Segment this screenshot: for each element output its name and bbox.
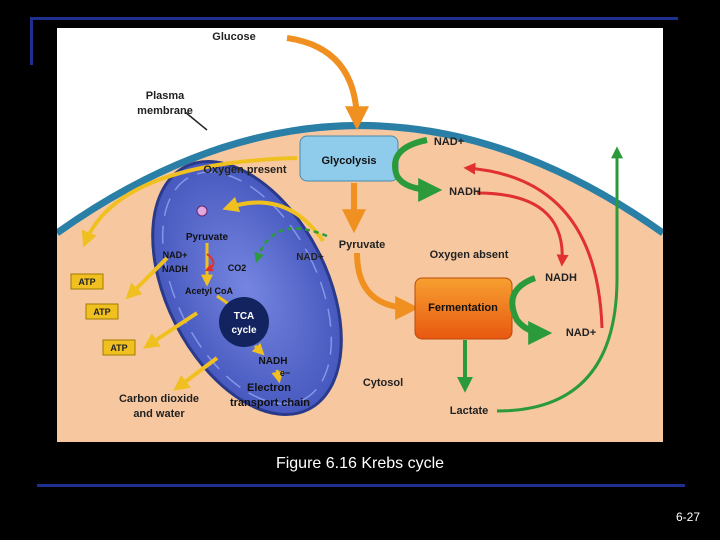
top-rule-vertical (30, 17, 33, 65)
arrow-nad-into-mito (254, 227, 328, 263)
oxygen-absent-label: Oxygen absent (430, 249, 509, 261)
tca-label-1: TCA (234, 311, 255, 322)
arrow-nadh-red-mito (204, 253, 215, 272)
svg-text:ATP: ATP (78, 277, 95, 287)
co2-water-label-1: Carbon dioxide (119, 393, 199, 405)
krebs-cycle-diagram: Glycolysis Fermentation TCA cycle ATP AT (57, 28, 663, 442)
fermentation-label: Fermentation (428, 302, 498, 314)
arrow-nadh-to-etc (271, 369, 284, 384)
plasma-membrane-label-1: Plasma (146, 90, 185, 102)
nadh-mito-label: NADH (162, 264, 188, 274)
arrow-nad-cycle-glycolysis (392, 137, 443, 202)
nadh-top-label: NADH (449, 186, 481, 198)
arrow-lactate-out (496, 146, 623, 413)
arrow-nad-back-up (463, 162, 604, 329)
nad-plus-ferm-label: NAD+ (566, 327, 596, 339)
arrow-atp-1 (125, 256, 169, 300)
arrow-tca-to-nadh (251, 342, 265, 356)
svg-text:ATP: ATP (110, 343, 127, 353)
co2-label: CO2 (228, 263, 247, 273)
nad-plus-top-label: NAD+ (434, 136, 464, 148)
arrow-atp-2 (142, 311, 199, 349)
glucose-label: Glucose (212, 31, 255, 43)
page-number: 6-27 (675, 510, 700, 524)
mitochondrion (151, 159, 343, 417)
arrow-nad-cycle-fermentation (509, 275, 553, 345)
plasma-membrane-pointer (184, 111, 208, 131)
arrow-glucose-to-glycolysis (286, 35, 369, 131)
svg-text:ATP: ATP (93, 307, 110, 317)
atp-badge-3: ATP (102, 339, 136, 356)
top-rule-horizontal (30, 17, 678, 20)
arrow-pyruvate-to-fermentation (354, 252, 420, 320)
nad-plus-mid-label: NAD+ (296, 252, 324, 263)
atp-badge-1: ATP (70, 273, 104, 290)
glycolysis-label: Glycolysis (321, 155, 376, 167)
nad-plus-mito-label: NAD+ (163, 250, 188, 260)
tca-cycle-circle (219, 297, 269, 347)
pyruvate-cytosol-label: Pyruvate (339, 239, 385, 251)
arrow-to-co2-water (173, 356, 219, 391)
figure-caption: Figure 6.16 Krebs cycle (275, 455, 445, 472)
cytosol-label: Cytosol (363, 377, 403, 389)
bottom-rule (37, 484, 685, 487)
atp-badge-2: ATP (85, 303, 119, 320)
pyruvate-mito-label: Pyruvate (186, 232, 229, 243)
lactate-label: Lactate (450, 405, 489, 417)
electron-label: e− (280, 368, 290, 378)
co2-water-label-2: and water (133, 408, 185, 420)
etc-label-1: Electron (247, 382, 291, 394)
nadh-ferm-label: NADH (545, 272, 577, 284)
arrow-oxygen-present (81, 156, 298, 248)
pyruvate-transporter (196, 205, 208, 217)
oxygen-present-label: Oxygen present (203, 164, 286, 176)
plasma-membrane-label-2: membrane (137, 105, 193, 117)
arrow-nadh-to-fermentation (476, 191, 569, 267)
tca-label-2: cycle (231, 325, 256, 336)
etc-label-2: transport chain (230, 397, 310, 409)
nadh-etc-label: NADH (259, 356, 288, 367)
acetyl-coa-label: Acetyl CoA (185, 286, 234, 296)
